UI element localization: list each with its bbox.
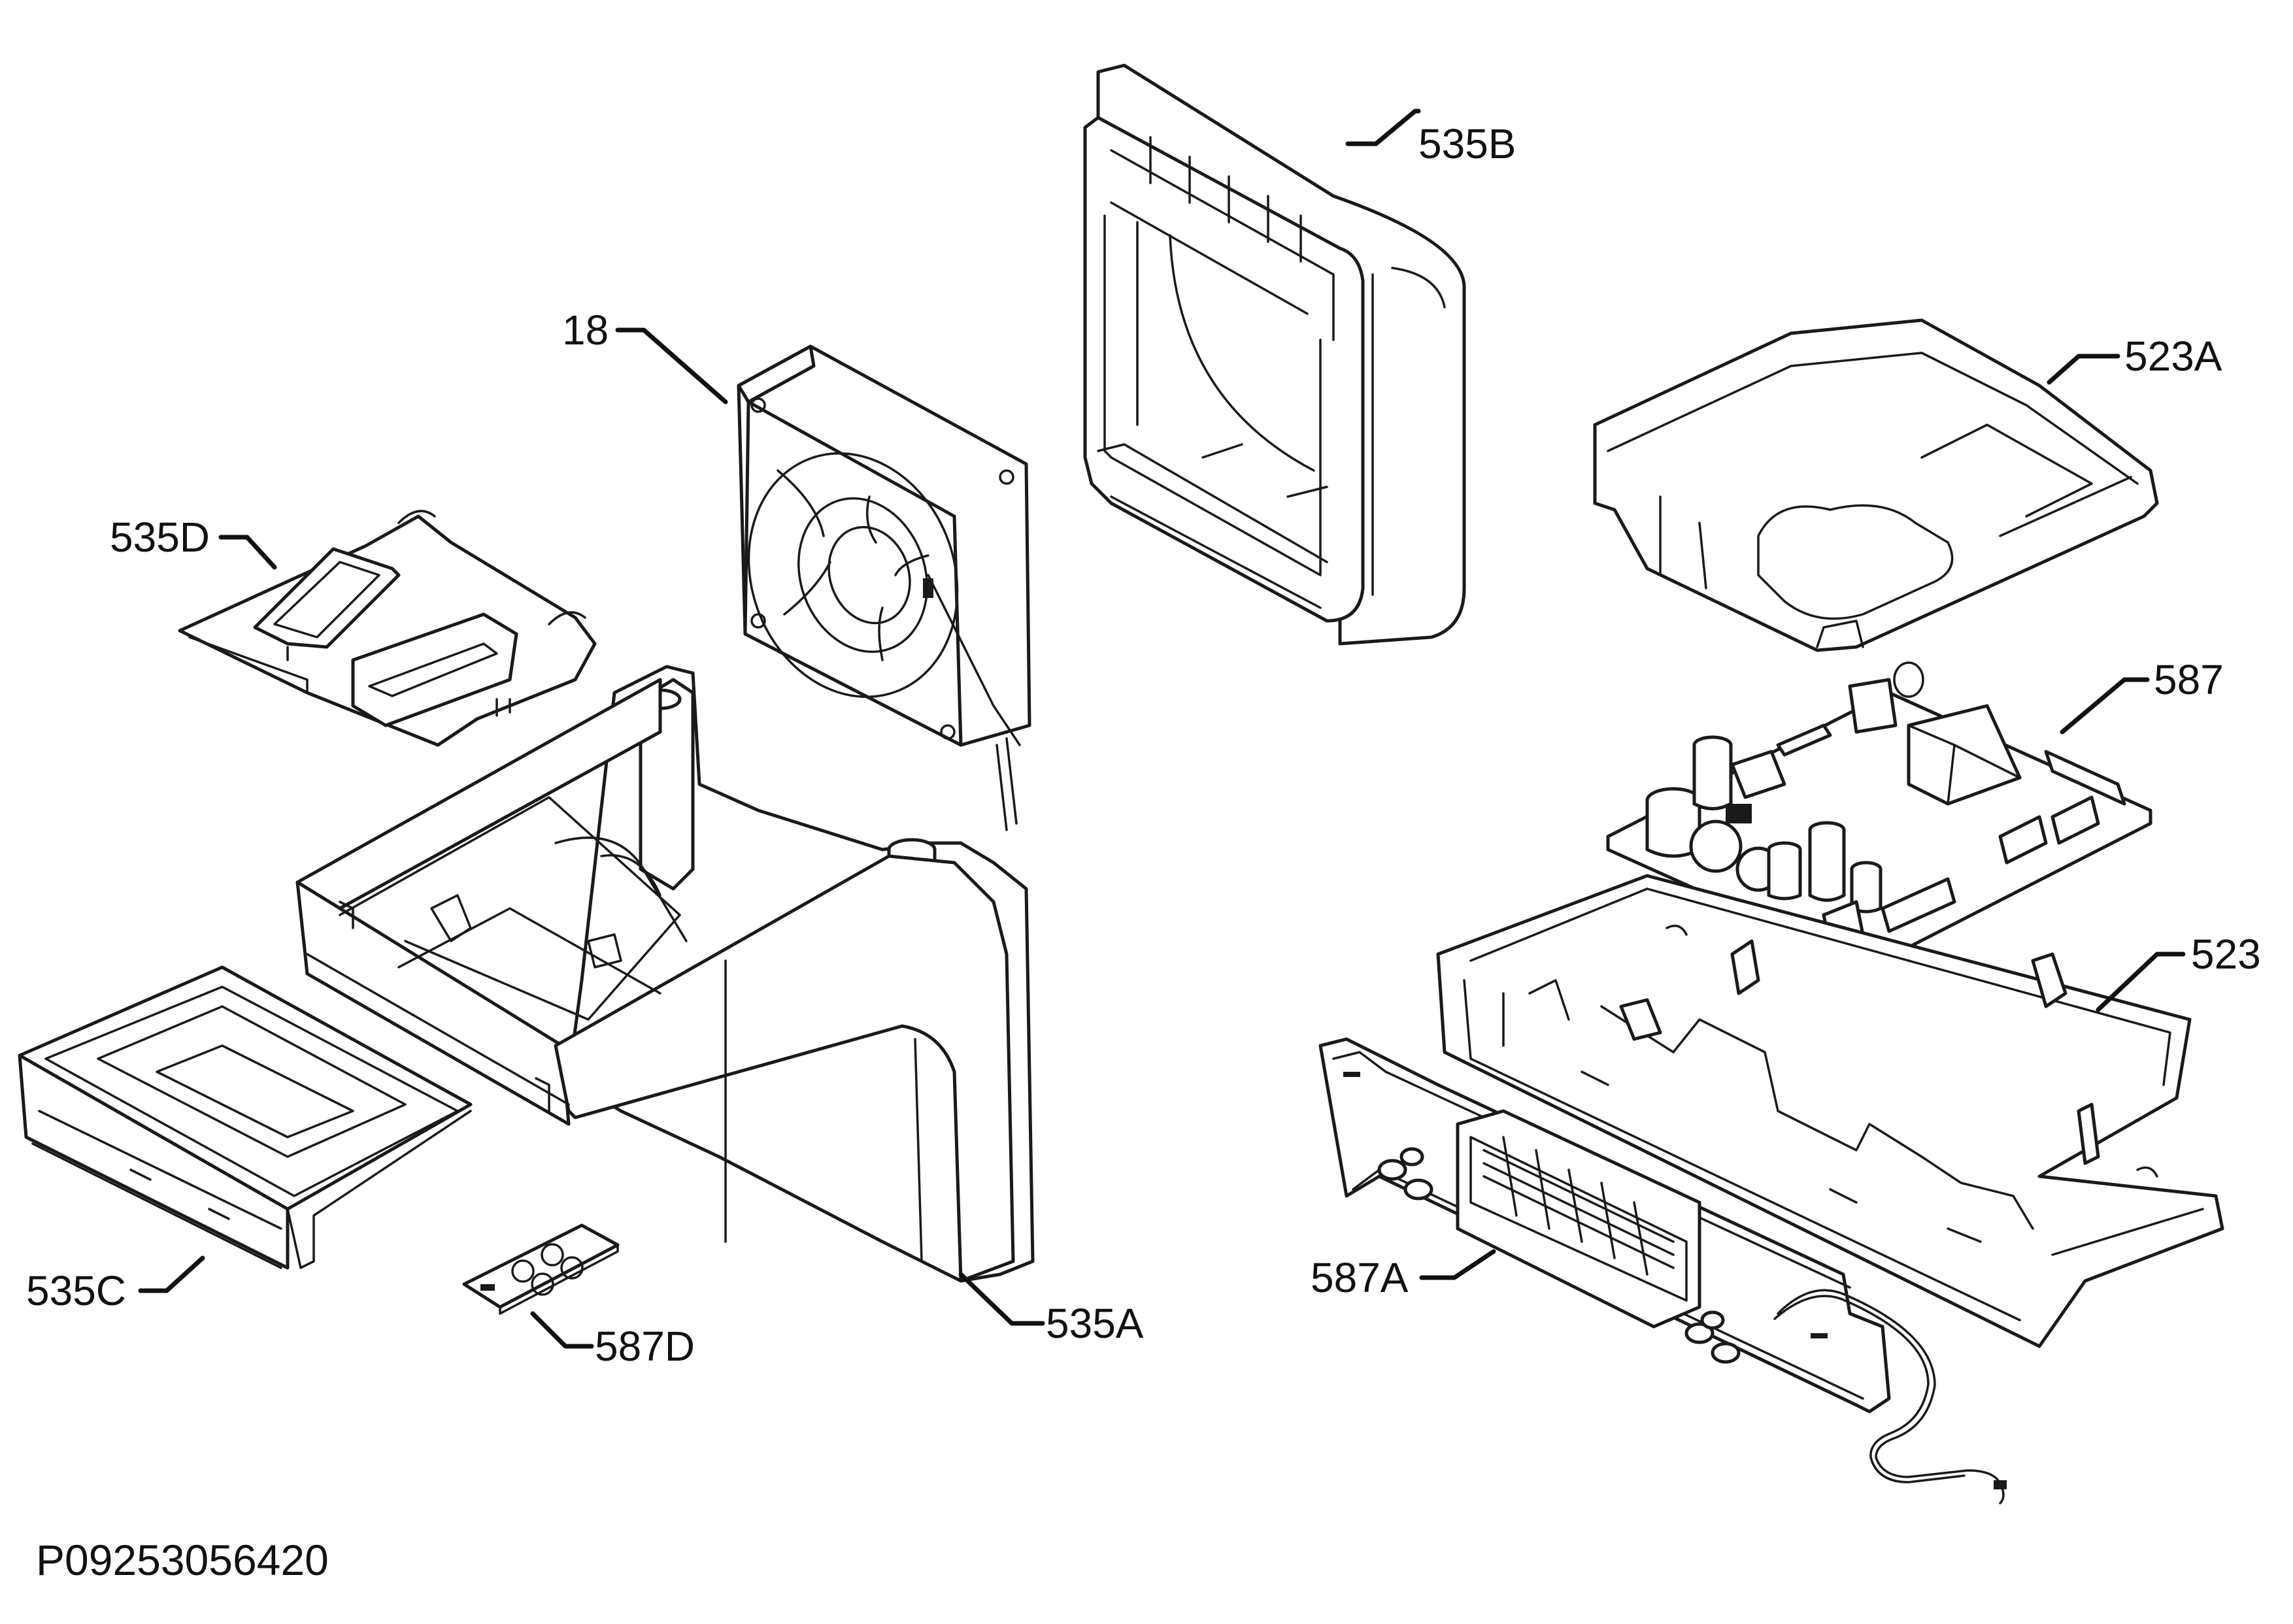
- part-535B-frame: [1083, 63, 1466, 646]
- leader-535C: [138, 1255, 205, 1293]
- label-587A: 587A: [1311, 1254, 1409, 1301]
- label-535B: 535B: [1418, 120, 1516, 167]
- document-id: P09253056420: [36, 1536, 329, 1584]
- part-535D-bracket: [178, 510, 597, 747]
- part-587D-board: [462, 1223, 620, 1315]
- leader-587D: [530, 1311, 594, 1349]
- label-535A: 535A: [1046, 1300, 1144, 1347]
- part-587A-panel: [1318, 1037, 2007, 1504]
- leader-587A: [1419, 1249, 1496, 1280]
- leader-535B: [1345, 108, 1421, 146]
- leader-523: [2096, 952, 2186, 1012]
- leader-587: [2060, 677, 2150, 735]
- label-523A: 523A: [2124, 333, 2222, 380]
- leader-18: [615, 327, 728, 405]
- part-523-chassis: [1436, 874, 2224, 1348]
- leader-535A: [958, 1272, 1045, 1326]
- label-523: 523: [2191, 931, 2261, 978]
- label-535D: 535D: [110, 514, 210, 561]
- part-18-fan: [737, 344, 1031, 831]
- label-18: 18: [562, 307, 609, 354]
- part-523A-cover: [1593, 318, 2159, 652]
- part-535A-housing: [295, 665, 1035, 1283]
- leader-lines: [138, 108, 2186, 1349]
- label-587: 587: [2154, 656, 2224, 703]
- part-labels: 535B 18 523A 535D 587 523 535C 587D 535A…: [26, 120, 2261, 1370]
- leader-523A: [2047, 354, 2120, 385]
- label-587D: 587D: [595, 1323, 695, 1370]
- label-535C: 535C: [26, 1267, 126, 1314]
- leader-535D: [218, 535, 277, 570]
- part-535C-drawer: [18, 965, 473, 1270]
- part-587-pcb: [1606, 661, 2152, 969]
